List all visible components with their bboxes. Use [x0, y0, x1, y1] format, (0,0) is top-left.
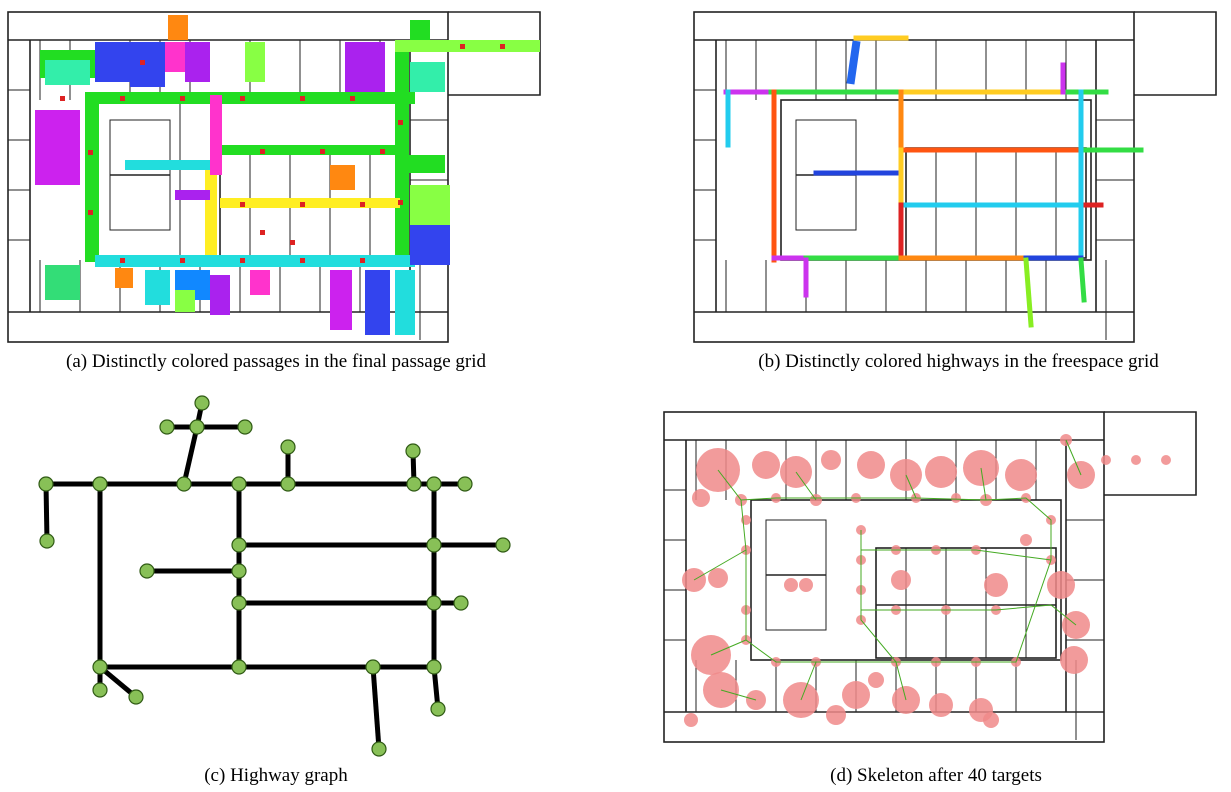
panel-b-floor-map [693, 11, 1217, 343]
graph-node [280, 476, 296, 492]
graph-node [128, 689, 144, 705]
graph-node [430, 701, 446, 717]
graph-node [365, 659, 381, 675]
graph-node [159, 419, 175, 435]
graph-edge [181, 426, 200, 485]
panel-c-highway-graph [0, 0, 552, 792]
graph-edge [370, 666, 382, 750]
graph-node [92, 476, 108, 492]
graph-node [176, 476, 192, 492]
graph-node [406, 476, 422, 492]
graph-node [426, 659, 442, 675]
graph-node [38, 476, 54, 492]
graph-edge [98, 665, 138, 699]
graph-node [280, 439, 296, 455]
panel-d-skeleton [656, 400, 1216, 760]
graph-node [231, 659, 247, 675]
highway-lines [723, 35, 1144, 328]
target-circles [682, 434, 1171, 728]
passage-regions [35, 15, 540, 335]
caption-a: (a) Distinctly colored passages in the f… [66, 351, 486, 372]
graph-node [426, 476, 442, 492]
graph-node [194, 395, 210, 411]
caption-b: (b) Distinctly colored highways in the f… [758, 351, 1159, 372]
graph-node [189, 419, 205, 435]
panel-a-passage-grid [0, 0, 552, 350]
panel-d-floor-map [663, 411, 1197, 743]
caption-c: (c) Highway graph [204, 765, 348, 786]
graph-node [231, 476, 247, 492]
graph-node [426, 595, 442, 611]
skeleton-edges [693, 439, 1082, 701]
graph-node [231, 563, 247, 579]
graph-node [371, 741, 387, 757]
panel-a-floor-map [7, 11, 541, 343]
graph-edge [43, 483, 50, 542]
graph-node [231, 595, 247, 611]
panel-b-highways [686, 0, 1231, 350]
graph-node [405, 443, 421, 459]
graph-node [495, 537, 511, 553]
graph-node [139, 563, 155, 579]
caption-d: (d) Skeleton after 40 targets [830, 765, 1042, 786]
highway-graph [38, 395, 511, 757]
graph-node [426, 537, 442, 553]
graph-node [457, 476, 473, 492]
graph-node [237, 419, 253, 435]
graph-node [231, 537, 247, 553]
passage-markers [60, 44, 505, 263]
graph-node [453, 595, 469, 611]
graph-node [39, 533, 55, 549]
graph-node [92, 682, 108, 698]
graph-node [92, 659, 108, 675]
